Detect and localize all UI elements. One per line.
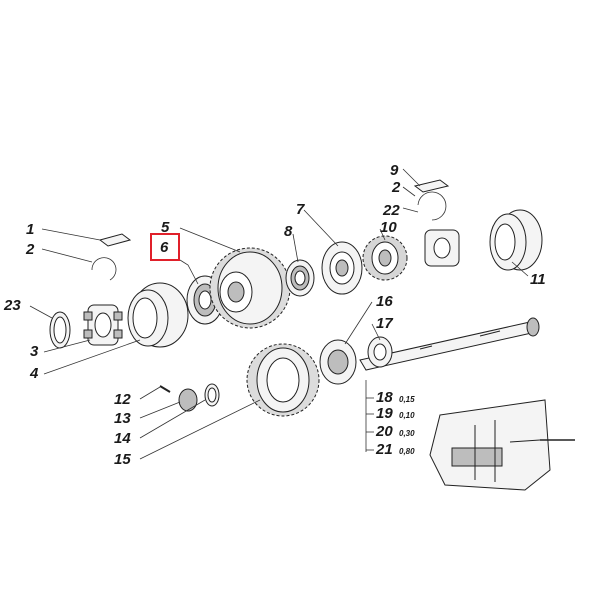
- part-3-splined-hub: [83, 304, 123, 346]
- callout-8: 8: [284, 223, 293, 240]
- part-5-gear: [209, 247, 291, 329]
- callout-14: 14: [114, 430, 131, 447]
- part-13-nut: [178, 388, 198, 412]
- part-4-synchro-sleeve: [127, 282, 189, 348]
- shim-21-value: 0,80: [399, 447, 415, 456]
- leader-lines: [29, 168, 529, 460]
- part-14-washer: [204, 383, 220, 407]
- callout-23: 23: [3, 297, 21, 314]
- part-10-gear: [362, 235, 408, 281]
- callout-15: 15: [114, 451, 131, 468]
- callout-6: 6: [160, 239, 169, 256]
- callout-16: 16: [376, 293, 393, 310]
- callout-12: 12: [114, 391, 131, 408]
- hub-small: [424, 229, 460, 267]
- main-shaft: [359, 317, 540, 371]
- callout-3: 3: [30, 343, 39, 360]
- callout-5: 5: [161, 219, 170, 236]
- part-7-gear: [321, 241, 363, 295]
- callout-17: 17: [376, 315, 393, 332]
- shim-20-number: 20: [375, 423, 393, 440]
- callout-2-left: 2: [25, 241, 35, 258]
- shim-20-value: 0,30: [399, 429, 415, 438]
- callout-13: 13: [114, 410, 131, 427]
- callout-2-right: 2: [391, 179, 401, 196]
- part-1-key: [98, 233, 132, 247]
- shim-list: 18 0,15 19 0,10 20 0,30 21 0,80: [366, 389, 415, 458]
- part-6-synchro-ring: [186, 275, 224, 325]
- part-2-clip-left: [91, 257, 117, 281]
- part-15-gear-ring: [246, 343, 320, 417]
- part-9-key: [413, 179, 450, 193]
- shim-21-number: 21: [375, 441, 393, 458]
- callout-11: 11: [530, 271, 546, 288]
- callout-1: 1: [26, 221, 34, 238]
- callout-9: 9: [390, 162, 399, 179]
- callout-7: 7: [296, 201, 305, 218]
- callout-labels: 1 2 2 3 4 5 6 7 8 9 10 11 12 13 14 15 16…: [3, 162, 546, 468]
- callout-10: 10: [380, 219, 397, 236]
- gearbox-assembly-inset: [429, 399, 575, 491]
- part-23-ring: [49, 311, 71, 349]
- shim-18-value: 0,15: [399, 395, 415, 404]
- part-8-needle-bearing: [285, 259, 315, 297]
- callout-6-highlight-box: [150, 233, 180, 261]
- part-22-spring-clip: [417, 191, 447, 221]
- shim-19-number: 19: [376, 405, 393, 422]
- shim-18-number: 18: [376, 389, 393, 406]
- part-11-splined-sleeve: [489, 209, 543, 271]
- shim-19-value: 0,10: [399, 411, 415, 420]
- part-17-bearing: [367, 336, 393, 368]
- part-12-pin: [159, 385, 171, 393]
- part-16-gear-cluster: [319, 339, 357, 385]
- callout-4: 4: [29, 365, 39, 382]
- callout-22: 22: [382, 202, 400, 219]
